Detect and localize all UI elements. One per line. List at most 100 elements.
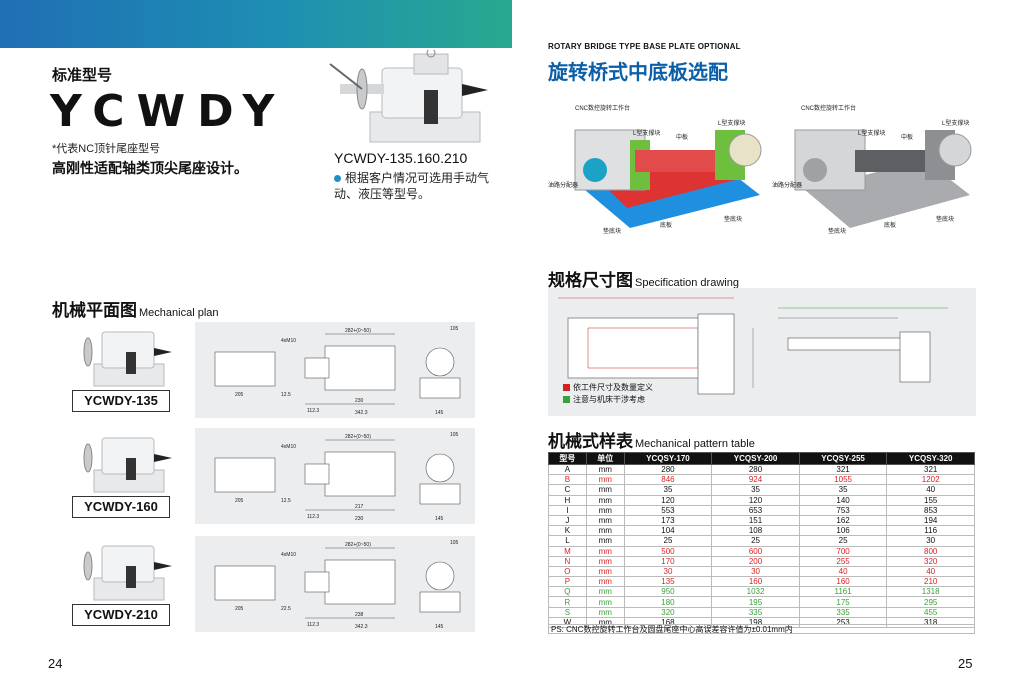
table-cell: 40 bbox=[886, 565, 975, 578]
table-cell: 846 bbox=[623, 474, 713, 486]
dim-c: 342.3 bbox=[355, 410, 368, 416]
table-cell: 853 bbox=[886, 504, 975, 516]
dim-d: 205 bbox=[235, 498, 244, 504]
table-cell: mm bbox=[585, 586, 625, 598]
tailstock-hero-image bbox=[329, 50, 488, 143]
table-cell: 320 bbox=[886, 555, 975, 567]
table-cell: 30 bbox=[711, 565, 800, 578]
table-cell: 1032 bbox=[711, 586, 800, 598]
legend-red-text: 依工件尺寸及数量定义 bbox=[573, 383, 653, 392]
table-header-cell: YCQSY-170 bbox=[623, 452, 713, 465]
slogan: 高刚性适配轴类顶尖尾座设计。 bbox=[52, 160, 248, 176]
dim-c: 342.3 bbox=[355, 624, 368, 630]
table-cell: 25 bbox=[623, 535, 713, 547]
fig2-label-pad1: 垫底块 bbox=[828, 229, 847, 235]
table-cell: 25 bbox=[711, 535, 800, 547]
table-cell: 195 bbox=[711, 596, 800, 608]
table-cell: H bbox=[548, 494, 587, 506]
table-cell: 151 bbox=[711, 514, 800, 527]
table-cell: 800 bbox=[886, 545, 975, 557]
pattern-table-en: Mechanical pattern table bbox=[635, 438, 755, 450]
legend-green-text: 注意与机床干涉考虑 bbox=[573, 395, 645, 404]
table-cell: 255 bbox=[798, 555, 888, 567]
dim-h: 105 bbox=[450, 432, 459, 438]
dim-i: 145 bbox=[435, 410, 444, 416]
table-cell: N bbox=[548, 555, 587, 567]
table-cell: 321 bbox=[886, 463, 975, 476]
dim-h: 105 bbox=[450, 326, 459, 332]
table-cell: J bbox=[548, 514, 587, 527]
table-cell: S bbox=[548, 606, 587, 618]
dim-a: 282+(0~50) bbox=[345, 328, 371, 334]
tailstock-thumbnail bbox=[83, 331, 172, 387]
table-cell: 280 bbox=[711, 463, 800, 476]
table-cell: 162 bbox=[798, 514, 888, 527]
fig2-label-cnc: CNC数控旋转工作台 bbox=[801, 106, 856, 112]
table-cell: 1161 bbox=[798, 586, 888, 598]
table-cell: 104 bbox=[623, 525, 713, 537]
tailstock-thumbnail bbox=[83, 545, 172, 601]
table-cell: 1318 bbox=[886, 586, 975, 598]
mechanical-plan-en: Mechanical plan bbox=[139, 307, 219, 319]
table-cell: 25 bbox=[798, 535, 888, 547]
table-cell: 455 bbox=[886, 606, 975, 618]
bridge-base-figure-color bbox=[574, 129, 762, 228]
fig1-label-lbrace2: L型支撑块 bbox=[718, 121, 746, 127]
table-cell: 30 bbox=[623, 565, 713, 578]
fig1-label-base: 底板 bbox=[660, 223, 673, 229]
table-cell: 108 bbox=[711, 525, 800, 537]
page-number-right: 25 bbox=[958, 656, 973, 671]
table-cell: 600 bbox=[711, 545, 800, 557]
table-cell: A bbox=[548, 463, 587, 476]
table-header-cell: 型号 bbox=[548, 452, 587, 465]
table-cell: M bbox=[548, 545, 587, 557]
table-cell: 295 bbox=[886, 596, 975, 608]
table-cell: 210 bbox=[886, 576, 975, 588]
dim-a: 282+(0~50) bbox=[345, 542, 371, 548]
table-cell: 35 bbox=[623, 484, 713, 496]
table-cell: 500 bbox=[623, 545, 713, 557]
table-cell: 753 bbox=[798, 504, 888, 516]
model-tag: YCWDY-210 bbox=[72, 604, 170, 626]
table-cell: 120 bbox=[711, 494, 800, 506]
model-code: YCWDY bbox=[50, 86, 287, 137]
table-header-cell: 单位 bbox=[585, 452, 625, 465]
table-cell: 40 bbox=[886, 484, 975, 496]
fig2-label-lbrace1: L型支撑块 bbox=[858, 131, 886, 137]
table-cell: mm bbox=[585, 535, 625, 547]
fig1-label-oil: 油路分配器 bbox=[548, 183, 579, 189]
legend-red: 依工件尺寸及数量定义 bbox=[563, 382, 653, 393]
green-square-icon bbox=[563, 396, 570, 404]
red-square-icon bbox=[563, 384, 570, 392]
dim-i: 145 bbox=[435, 516, 444, 522]
table-cell: 194 bbox=[886, 514, 975, 527]
fig1-label-cnc: CNC数控旋转工作台 bbox=[575, 106, 630, 112]
table-cell: 35 bbox=[798, 484, 888, 496]
table-cell: 320 bbox=[623, 606, 713, 618]
pattern-table-cn: 机械式样表 bbox=[548, 432, 633, 451]
dim-d: 205 bbox=[235, 606, 244, 612]
fig1-label-midplate: 中板 bbox=[676, 135, 689, 141]
spec-drawing-cn: 规格尺寸图 bbox=[548, 271, 633, 290]
dim-c: 230 bbox=[355, 516, 364, 522]
table-cell: 1055 bbox=[798, 474, 888, 486]
table-cell: mm bbox=[585, 606, 625, 618]
table-cell: mm bbox=[585, 494, 625, 506]
header-gradient-band bbox=[0, 0, 512, 48]
page-number-left: 24 bbox=[48, 656, 63, 671]
dim-d: 205 bbox=[235, 392, 244, 398]
table-cell: mm bbox=[585, 616, 625, 629]
table-cell: mm bbox=[585, 525, 625, 537]
